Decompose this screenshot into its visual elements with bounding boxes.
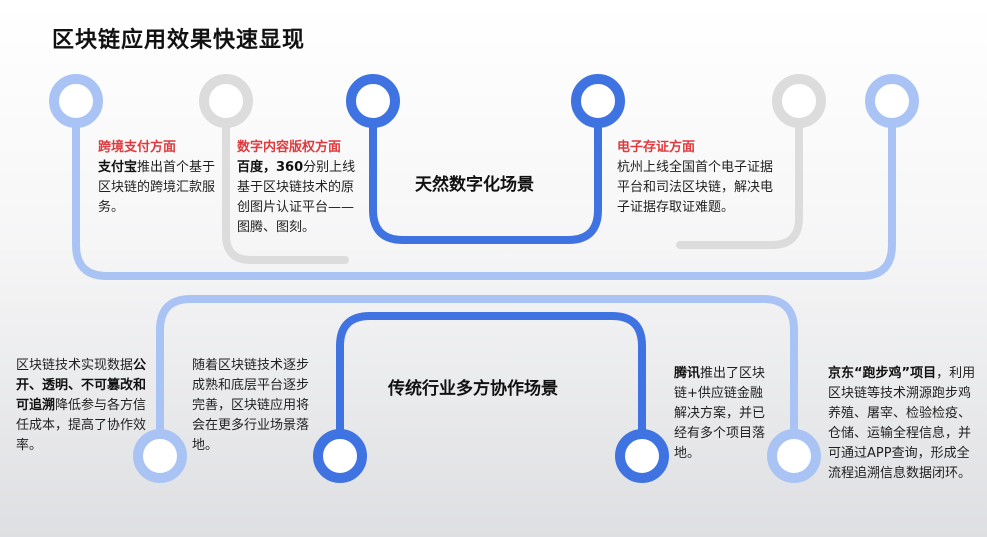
gray-loop-right xyxy=(676,122,803,249)
e-evidence-block: 电子存证方面 杭州上线全国首个电子证据平台和司法区块链，解决电子证据存取证难题。 xyxy=(617,138,783,218)
block-bold: 公开、透明、不可篡改和可追溯 xyxy=(16,358,147,413)
block-text-post: 降低参与各方信任成本，提高了协作效率。 xyxy=(16,398,147,453)
company-name: 百度，360 xyxy=(237,160,304,175)
ring-top-1 xyxy=(49,74,103,128)
block-heading: 数字内容版权方面 xyxy=(237,140,342,155)
transparency-block: 区块链技术实现数据公开、透明、不可篡改和可追溯降低参与各方信任成本，提高了协作效… xyxy=(16,356,150,456)
ring-top-4 xyxy=(571,74,625,128)
block-text: 推出首个基于区块链的跨境汇款服务。 xyxy=(98,160,216,215)
ring-bottom-1 xyxy=(133,429,187,483)
jd-running-chicken-block: 京东“跑步鸡”项目，利用区块链等技术溯源跑步鸡养殖、屠宰、检验检疫、仓储、运输全… xyxy=(828,364,976,484)
ring-bottom-2 xyxy=(313,429,367,483)
company-name: 腾讯 xyxy=(674,366,701,381)
page-title: 区块链应用效果快速显现 xyxy=(52,28,306,53)
block-text-pre: 区块链技术实现数据 xyxy=(16,358,134,373)
cross-border-payment-block: 跨境支付方面 支付宝推出首个基于区块链的跨境汇款服务。 xyxy=(98,138,222,218)
company-name: 支付宝 xyxy=(98,160,138,175)
block-text: 推出了区块链+供应链金融解决方案，并已经有多个项目落地。 xyxy=(674,366,766,461)
ring-top-6 xyxy=(865,74,919,128)
top-main-line xyxy=(72,122,896,280)
block-heading: 电子存证方面 xyxy=(617,140,696,155)
tencent-block: 腾讯推出了区块链+供应链金融解决方案，并已经有多个项目落地。 xyxy=(674,364,770,464)
ring-top-5 xyxy=(772,74,826,128)
bottom-center-label: 传统行业多方协作场景 xyxy=(388,379,558,399)
block-heading: 跨境支付方面 xyxy=(98,140,177,155)
top-center-label: 天然数字化场景 xyxy=(415,175,534,195)
block-text: 分别上线基于区块链技术的原创图片认证平台——图腾、图刻。 xyxy=(237,160,356,235)
company-name: 京东“跑步鸡”项目 xyxy=(828,366,937,381)
block-text: ，利用区块链等技术溯源跑步鸡养殖、屠宰、检验检疫、仓储、运输全程信息，并可通过A… xyxy=(828,366,976,481)
bottom-main-line xyxy=(156,295,798,436)
bottom-dark-loop xyxy=(336,312,646,436)
ring-top-3 xyxy=(346,74,400,128)
gray-loop-left xyxy=(222,122,349,264)
block-text: 随着区块链技术逐步成熟和底层平台逐步完善，区块链应用将会在更多行业场景落地。 xyxy=(192,358,310,453)
block-text: 杭州上线全国首个电子证据平台和司法区块链，解决电子证据存取证难题。 xyxy=(617,160,774,215)
top-dark-loop xyxy=(369,122,602,244)
ring-bottom-3 xyxy=(615,429,669,483)
ring-top-2 xyxy=(199,74,253,128)
maturity-block: 随着区块链技术逐步成熟和底层平台逐步完善，区块链应用将会在更多行业场景落地。 xyxy=(192,356,316,456)
digital-copyright-block: 数字内容版权方面 百度，360分别上线基于区块链技术的原创图片认证平台——图腾、… xyxy=(237,138,365,238)
ring-bottom-4 xyxy=(767,429,821,483)
